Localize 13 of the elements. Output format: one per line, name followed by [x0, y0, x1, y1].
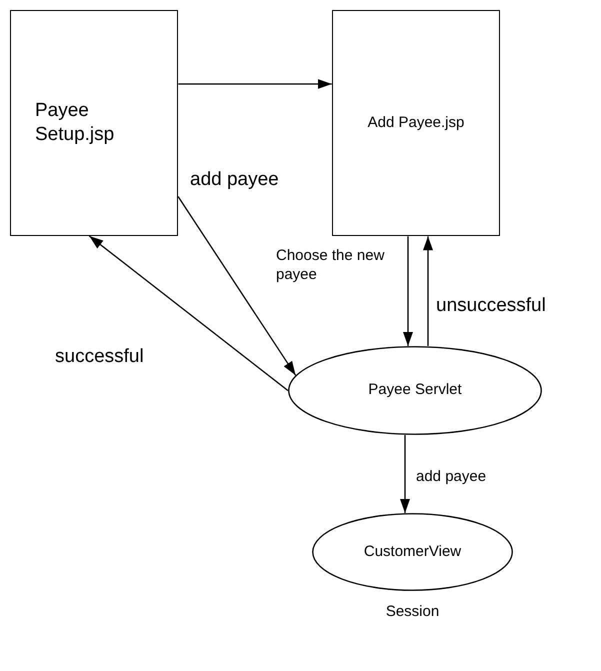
node-label: Payee Servlet [368, 381, 462, 400]
arrow [178, 196, 296, 376]
arrow [178, 79, 332, 89]
arrow [88, 235, 288, 392]
arrow [403, 236, 413, 346]
page-box [332, 10, 500, 236]
node-label: Add Payee.jsp [368, 114, 464, 132]
node-caption: Session [384, 603, 440, 620]
arrow [400, 435, 410, 513]
node-label: CustomerView [364, 542, 462, 562]
page-box [10, 10, 178, 236]
arrow [423, 236, 433, 346]
node-label: Payee Setup.jsp [35, 99, 116, 147]
